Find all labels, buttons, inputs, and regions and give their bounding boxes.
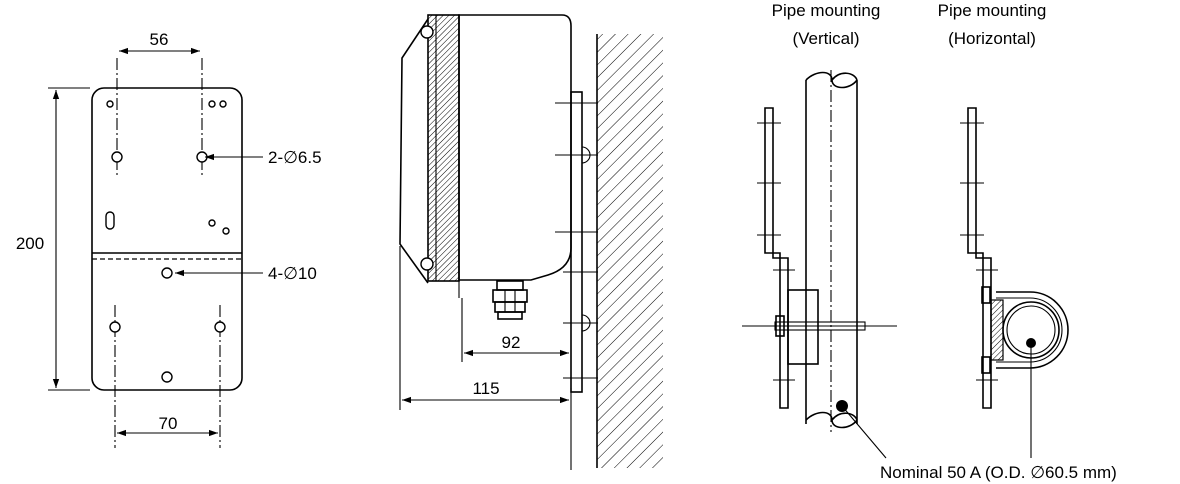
wall-mount-side-view: 92 115 bbox=[399, 14, 663, 470]
plate-hole-small bbox=[208, 219, 216, 227]
clamp-pad bbox=[990, 299, 1004, 361]
dimension-56: 56 bbox=[150, 30, 169, 49]
leader-pipe-vertical bbox=[841, 405, 887, 459]
screw-head bbox=[581, 146, 591, 164]
u-bolt-rod bbox=[774, 321, 866, 331]
clamp-nut bbox=[981, 356, 991, 374]
plate-hole-small bbox=[219, 100, 227, 108]
front-cover-bevel bbox=[399, 18, 429, 284]
plate-hole-10 bbox=[161, 371, 173, 383]
plate-hole-10 bbox=[161, 267, 173, 279]
pipe-mounting-vertical-view: Pipe mounting (Vertical) bbox=[742, 1, 897, 459]
plate-hole-10 bbox=[109, 321, 121, 333]
title-horizontal-line2: (Horizontal) bbox=[948, 29, 1036, 48]
u-bolt-nut bbox=[775, 315, 785, 337]
plate-hole-10 bbox=[214, 321, 226, 333]
bracket-plate-view: 56 200 70 2-∅6.5 4-∅10 bbox=[16, 30, 322, 448]
pipe-clamp-strap bbox=[996, 291, 1069, 369]
title-vertical-line1: Pipe mounting bbox=[772, 1, 881, 20]
plate-slot bbox=[105, 211, 115, 230]
dimension-115: 115 bbox=[472, 379, 499, 398]
vertical-bracket bbox=[764, 107, 789, 409]
screw-head bbox=[581, 314, 591, 332]
label-2-6-5: 2-∅6.5 bbox=[268, 148, 322, 167]
pipe-clamp-block bbox=[787, 289, 819, 365]
plate-hole-small bbox=[208, 100, 216, 108]
front-cover-rim bbox=[427, 14, 460, 282]
cable-gland bbox=[492, 280, 528, 320]
label-4-10: 4-∅10 bbox=[268, 264, 317, 283]
housing-body bbox=[458, 14, 572, 281]
pipe-break-bottom bbox=[805, 411, 858, 429]
bracket-plate-outline bbox=[91, 87, 243, 391]
plate-hole-small bbox=[222, 227, 230, 235]
cover-screw bbox=[420, 257, 434, 271]
wall-hatching bbox=[597, 34, 663, 468]
cover-screw bbox=[420, 25, 434, 39]
pipe-break-top bbox=[805, 71, 858, 89]
pipe-mounting-horizontal-view: Pipe mounting (Horizontal) bbox=[938, 1, 1069, 458]
title-horizontal-line1: Pipe mounting bbox=[938, 1, 1047, 20]
dimension-70: 70 bbox=[159, 414, 178, 433]
mounting-bracket bbox=[570, 91, 583, 393]
plate-hole-small bbox=[106, 100, 114, 108]
dimension-200: 200 bbox=[16, 234, 44, 253]
dimension-92: 92 bbox=[502, 333, 521, 352]
title-vertical-line2: (Vertical) bbox=[792, 29, 859, 48]
pipe-size-note: Nominal 50 A (O.D. ∅60.5 mm) bbox=[880, 463, 1117, 482]
horizontal-bracket bbox=[967, 107, 992, 409]
clamp-nut bbox=[981, 286, 991, 304]
plate-hole-6-5 bbox=[111, 151, 123, 163]
